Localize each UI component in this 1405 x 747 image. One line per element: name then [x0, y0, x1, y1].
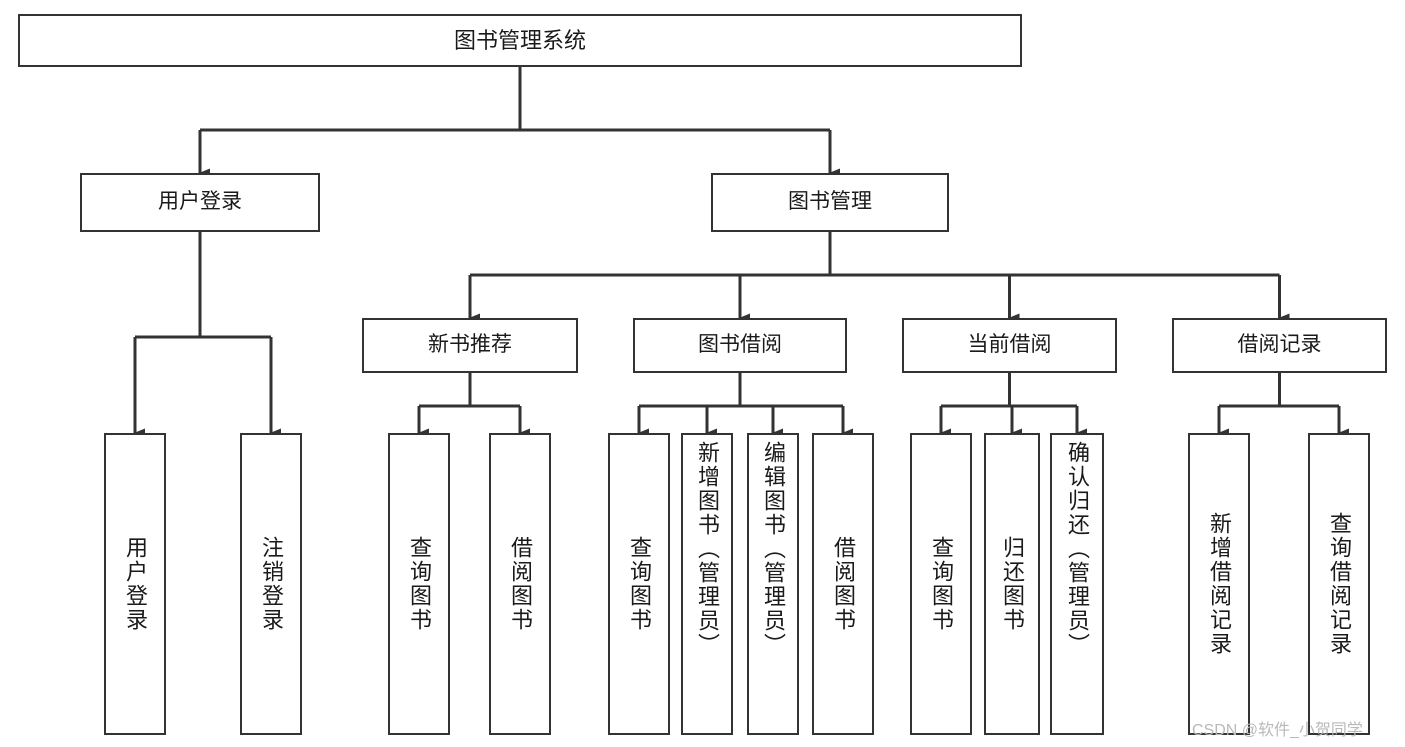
node-leaf-add-book[interactable]: 新增图书（管理员）: [681, 433, 733, 735]
node-leaf-borrow-book-2[interactable]: 借阅图书: [812, 433, 874, 735]
node-leaf-query-book-2[interactable]: 查询图书: [608, 433, 670, 735]
node-leaf-return-book[interactable]: 归还图书: [984, 433, 1040, 735]
node-label-leaf-add-record: 新增借阅记录: [1207, 512, 1232, 656]
node-label-leaf-query-book-1: 查询图书: [407, 536, 432, 632]
node-label-leaf-query-book-3: 查询图书: [929, 536, 954, 632]
node-leaf-add-record[interactable]: 新增借阅记录: [1188, 433, 1250, 735]
node-label-leaf-confirm-return: 确认归还（管理员）: [1065, 441, 1090, 657]
node-label-user-login: 用户登录: [158, 190, 242, 214]
node-leaf-user-login[interactable]: 用户登录: [104, 433, 166, 735]
node-label-leaf-edit-book: 编辑图书（管理员）: [761, 441, 786, 657]
node-label-current-borrow: 当前借阅: [967, 333, 1052, 357]
node-label-leaf-user-logout: 注销登录: [259, 536, 284, 632]
csdn-watermark: CSDN @软件_小贺同学: [1192, 722, 1363, 739]
node-label-leaf-user-login: 用户登录: [123, 536, 148, 632]
node-label-leaf-return-book: 归还图书: [1000, 536, 1025, 632]
node-label-leaf-borrow-book-2: 借阅图书: [831, 536, 856, 632]
node-book-borrow[interactable]: 图书借阅: [633, 318, 847, 373]
node-label-leaf-query-record: 查询借阅记录: [1327, 512, 1352, 656]
node-borrow-record[interactable]: 借阅记录: [1172, 318, 1387, 373]
node-current-borrow[interactable]: 当前借阅: [902, 318, 1117, 373]
node-new-book-rec[interactable]: 新书推荐: [362, 318, 578, 373]
node-label-borrow-record: 借阅记录: [1237, 333, 1322, 357]
node-user-login[interactable]: 用户登录: [80, 173, 320, 232]
node-leaf-query-book-3[interactable]: 查询图书: [910, 433, 972, 735]
node-leaf-confirm-return[interactable]: 确认归还（管理员）: [1050, 433, 1104, 735]
node-label-leaf-query-book-2: 查询图书: [627, 536, 652, 632]
node-leaf-query-record[interactable]: 查询借阅记录: [1308, 433, 1370, 735]
node-leaf-user-logout[interactable]: 注销登录: [240, 433, 302, 735]
node-label-book-mgmt: 图书管理: [788, 190, 872, 214]
node-leaf-borrow-book-1[interactable]: 借阅图书: [489, 433, 551, 735]
edges-group: [133, 67, 1349, 438]
node-leaf-query-book-1[interactable]: 查询图书: [388, 433, 450, 735]
node-leaf-edit-book[interactable]: 编辑图书（管理员）: [747, 433, 799, 735]
node-book-mgmt[interactable]: 图书管理: [711, 173, 949, 232]
node-label-book-borrow: 图书借阅: [698, 333, 782, 357]
node-label-leaf-borrow-book-1: 借阅图书: [508, 536, 533, 632]
node-label-root: 图书管理系统: [453, 27, 586, 53]
node-label-leaf-add-book: 新增图书（管理员）: [695, 441, 720, 657]
node-label-new-book-rec: 新书推荐: [428, 333, 512, 357]
node-root[interactable]: 图书管理系统: [18, 14, 1022, 67]
